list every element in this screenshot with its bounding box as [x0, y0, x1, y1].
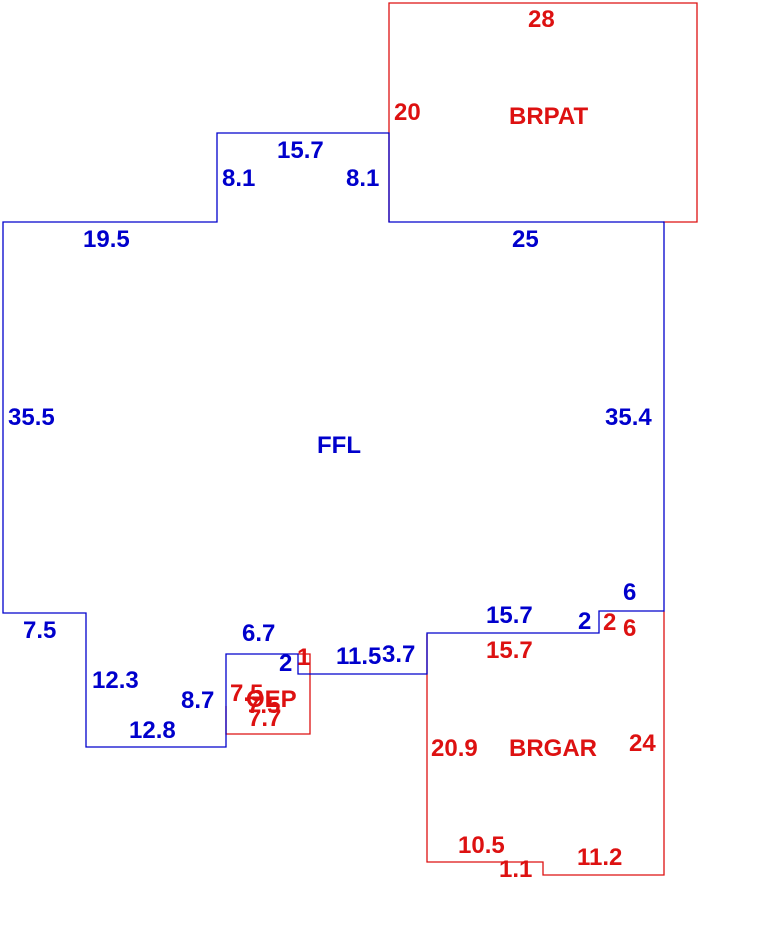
brgar-dim-label: 2	[603, 609, 616, 636]
brgar-dim-label: 1.1	[499, 856, 532, 883]
oep-dim-label: 7.5	[230, 680, 263, 707]
ffl-dim-label: 6	[623, 579, 636, 606]
ffl-dim-label: 19.5	[83, 226, 130, 253]
ffl-dim-label: 15.7	[277, 137, 324, 164]
brpat-dim-label: 20	[394, 99, 421, 126]
ffl-dim-label: 25	[512, 226, 539, 253]
oep-dim-label: 7.5	[247, 692, 280, 719]
ffl-dim-label: 2	[279, 650, 292, 677]
oep-dim-label: 1	[297, 644, 310, 671]
ffl-dim-label: 7.5	[23, 617, 56, 644]
oep-dim-label: 7.7	[248, 705, 281, 732]
brgar-dim-label: 6	[623, 615, 636, 642]
brpat-outline	[388, 2, 698, 223]
brgar-dim-label: 20.9	[431, 735, 478, 762]
ffl-dim-label: 6.7	[242, 620, 275, 647]
brgar-dim-label: 10.5	[458, 832, 505, 859]
ffl-dim-label: 8.7	[181, 687, 214, 714]
ffl-dim-label: 8.1	[346, 165, 379, 192]
ffl-dim-label: 35.4	[605, 404, 652, 431]
ffl-dim-label: 35.5	[8, 404, 55, 431]
ffl-dim-label: 11.5	[336, 643, 381, 670]
brgar-area-label: BRGAR	[509, 735, 597, 762]
ffl-outline	[2, 132, 665, 748]
ffl-dim-label: 15.7	[486, 602, 533, 629]
ffl-dim-label: 2	[578, 608, 591, 635]
ffl-dim-label: 12.8	[129, 717, 176, 744]
brgar-dim-label: 11.2	[577, 844, 622, 871]
ffl-dim-label: 3.7	[382, 641, 415, 668]
oep-area-label: OEP	[246, 686, 297, 713]
brgar-dim-label: 15.7	[486, 637, 533, 664]
brgar-dim-label: 24	[629, 730, 656, 757]
ffl-dim-label: 8.1	[222, 165, 255, 192]
brpat-area-label: BRPAT	[509, 103, 588, 130]
brgar-outline	[426, 611, 665, 876]
ffl-area-label: FFL	[317, 432, 361, 459]
brpat-dim-label: 28	[528, 6, 555, 33]
ffl-dim-label: 12.3	[92, 667, 139, 694]
